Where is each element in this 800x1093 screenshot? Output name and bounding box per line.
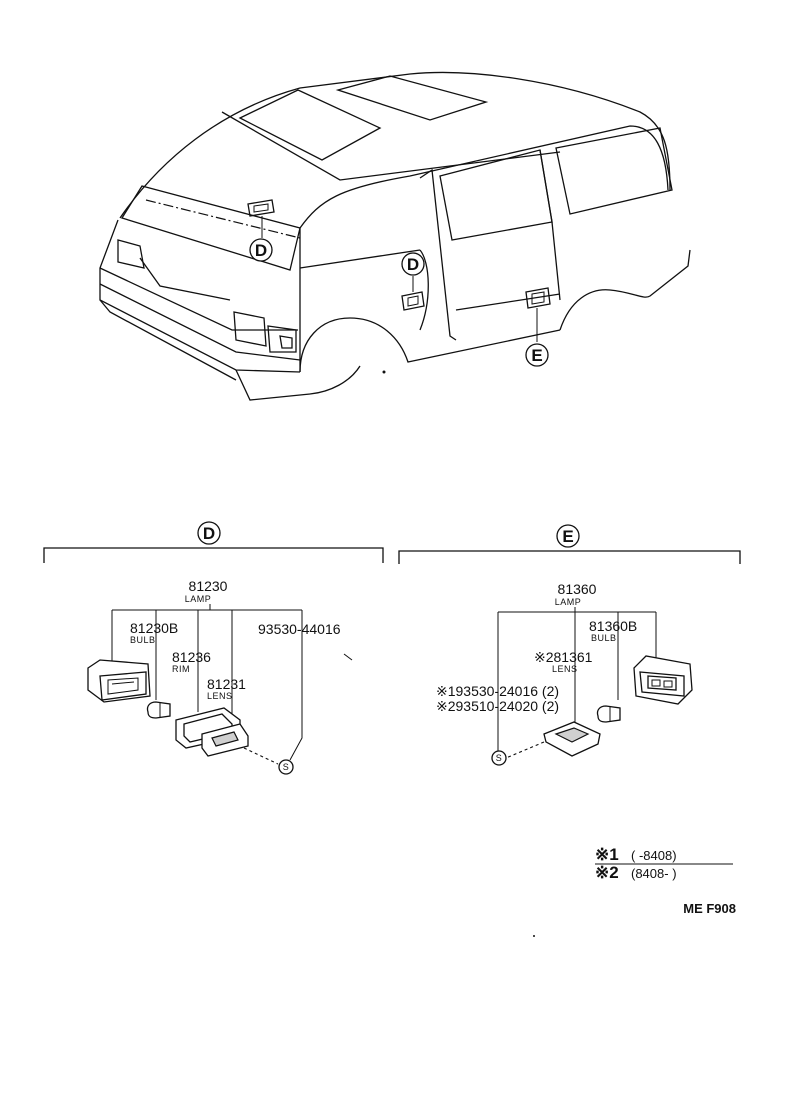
e-lens-drawing — [543, 721, 601, 757]
side-window-1 — [439, 149, 553, 241]
d-lens-drawing — [201, 723, 249, 757]
d-lamp-part-number[interactable]: 81230 — [189, 578, 228, 594]
e-screw2-part-number[interactable]: ※293510-24020 (2) — [436, 698, 559, 714]
d-lamp-desc: LAMP — [185, 594, 212, 604]
e-bulb-desc: BULB — [591, 633, 617, 643]
side-lamp-marker — [401, 276, 425, 311]
van-lamp-markers — [247, 199, 551, 342]
callout-d-side-label: D — [407, 255, 419, 274]
e-screw1-part-number[interactable]: ※193530-24016 (2) — [436, 683, 559, 699]
d-bulb-desc: BULB — [130, 635, 156, 645]
note2-text: (8408- ) — [631, 866, 677, 881]
d-rim-desc: RIM — [172, 664, 190, 674]
van-illustration — [99, 71, 691, 401]
callout-d-roof[interactable]: D — [249, 238, 273, 262]
e-lens-desc: LENS — [552, 664, 578, 674]
step-lamp-marker — [525, 287, 551, 342]
applicability-notes: ※1 ( -8408) ※2 (8408- ) — [595, 845, 733, 882]
e-bulb-drawing — [596, 705, 621, 723]
callout-d-side[interactable]: D — [401, 252, 425, 276]
d-bulb-drawing — [146, 701, 171, 719]
side-window-2 — [555, 127, 673, 215]
section-d-heading: D — [197, 521, 221, 545]
figure-code: ME F908 — [683, 901, 736, 916]
front-sunroof — [238, 89, 382, 161]
e-bulb-part-number[interactable]: 81360B — [589, 618, 637, 634]
d-rim-part-number[interactable]: 81236 — [172, 649, 211, 665]
e-screw-symbol[interactable]: S — [491, 750, 507, 766]
roof-lamp-marker — [247, 199, 275, 238]
section-d: D 81230 LAMP 81230B BULB 81236 RIM 81231… — [43, 521, 384, 775]
e-screw-symbol-label: S — [496, 753, 503, 763]
rear-lamp-left — [117, 239, 145, 269]
e-lamp-part-number[interactable]: 81360 — [558, 581, 597, 597]
e-lens-part-number[interactable]: ※281361 — [534, 649, 593, 665]
callout-d-roof-label: D — [255, 241, 267, 260]
callout-e-step[interactable]: E — [525, 343, 549, 367]
rear-lamp-right — [233, 311, 267, 347]
section-e: E 81360 LAMP 81360B BULB ※281361 LENS ※1… — [398, 524, 741, 766]
d-screw-part-number[interactable]: 93530-44016 — [258, 621, 341, 637]
e-lamp-housing-drawing — [633, 655, 693, 705]
rear-window — [121, 185, 301, 271]
callout-e-step-label: E — [531, 346, 542, 365]
section-e-heading: E — [556, 524, 580, 548]
d-screw-symbol[interactable]: S — [278, 759, 294, 775]
d-screw-symbol-label: S — [283, 762, 290, 772]
d-lens-desc: LENS — [207, 691, 233, 701]
rear-sunroof — [335, 75, 489, 121]
note2-mark: ※2 — [595, 863, 619, 882]
d-bulb-part-number[interactable]: 81230B — [130, 620, 178, 636]
note1-mark: ※1 — [595, 845, 619, 864]
d-lamp-housing-drawing — [87, 659, 151, 703]
section-d-heading-label: D — [203, 524, 215, 543]
e-lamp-desc: LAMP — [555, 597, 582, 607]
note1-text: ( -8408) — [631, 848, 677, 863]
section-e-heading-label: E — [562, 527, 573, 546]
d-lens-part-number[interactable]: 81231 — [207, 676, 246, 692]
